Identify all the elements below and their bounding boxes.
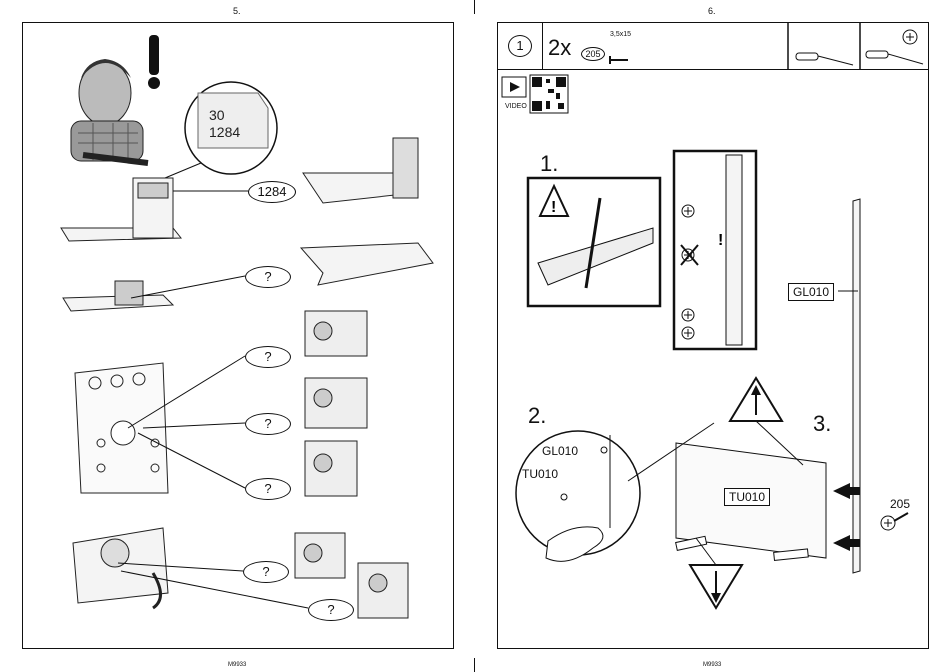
vertical-rail-gl010: [853, 199, 860, 573]
left-page: 30 1284: [22, 22, 454, 649]
screw-label-205: 205: [890, 498, 910, 510]
rail-label-gl010: GL010: [788, 283, 834, 301]
assembler-character-illustration: [71, 59, 148, 163]
step-3-label: 3.: [813, 411, 831, 437]
zoom-label-gl010: GL010: [542, 445, 578, 457]
mechanism-part-1: [61, 178, 181, 241]
right-page-number: 6.: [708, 6, 716, 16]
part-label-unknown-1: ?: [245, 266, 291, 288]
screw-205-icon: [881, 513, 908, 530]
part-label-unknown-6: ?: [308, 599, 354, 621]
mechanism-part-2: [63, 281, 173, 311]
part-label-unknown-4: ?: [245, 478, 291, 500]
part-label-1284: 1284: [248, 181, 296, 203]
right-column-parts: [295, 138, 433, 618]
step-2-label: 2.: [528, 403, 546, 429]
part-label-unknown-3: ?: [245, 413, 291, 435]
mounting-plate-part: [75, 363, 168, 493]
right-page-illustrations: ! !: [498, 23, 928, 648]
zoom-text-1: 30: [209, 107, 225, 123]
video-label: VIDEO: [505, 103, 527, 110]
left-page-footer: M9933: [228, 662, 246, 668]
zoom-label-tu010: TU010: [522, 468, 558, 480]
panel-label-tu010: TU010: [724, 488, 770, 506]
qr-code-icon: [530, 75, 568, 113]
part-label-unknown-2: ?: [245, 346, 291, 368]
right-page: 1 2x 205 3,5x15 !: [497, 22, 929, 649]
svg-text:!: !: [718, 232, 723, 249]
left-page-number: 5.: [233, 6, 241, 16]
part-label-unknown-5: ?: [243, 561, 289, 583]
left-page-illustrations: 30 1284: [23, 23, 453, 648]
right-page-footer: M9933: [703, 662, 721, 668]
svg-text:!: !: [551, 199, 556, 216]
fold-mark-bottom: [474, 658, 475, 672]
fold-mark-top: [474, 0, 475, 14]
video-icon: [502, 77, 526, 97]
step-1-label: 1.: [540, 151, 558, 177]
hinge-assembly-part: [73, 528, 168, 608]
warning-exclamation-icon: [149, 35, 159, 75]
zoom-text-2: 1284: [209, 124, 240, 140]
